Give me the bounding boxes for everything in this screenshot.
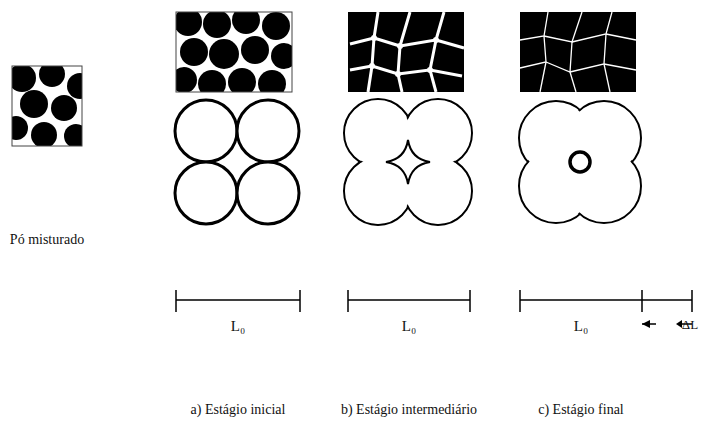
length-label: L₀ [231, 318, 245, 335]
initial-micrograph [176, 12, 292, 92]
powder-caption: Pó misturado [10, 232, 84, 247]
initial-particles [175, 100, 299, 224]
stage-caption: a) Estágio inicial [191, 402, 286, 417]
length-label: L₀ [574, 318, 588, 335]
delta-arrows [642, 320, 682, 328]
stage-caption: c) Estágio final [538, 402, 624, 417]
final-particles [519, 101, 641, 223]
dimension-lines [176, 290, 692, 324]
shrinkage-label: ΔL [682, 318, 698, 332]
final-micrograph [520, 12, 636, 92]
intermediate-micrograph [348, 12, 464, 92]
length-label: L₀ [402, 318, 416, 335]
intermediate-particles [344, 99, 472, 225]
powder-micrograph [12, 66, 82, 146]
stage-caption: b) Estágio intermediário [341, 402, 477, 417]
